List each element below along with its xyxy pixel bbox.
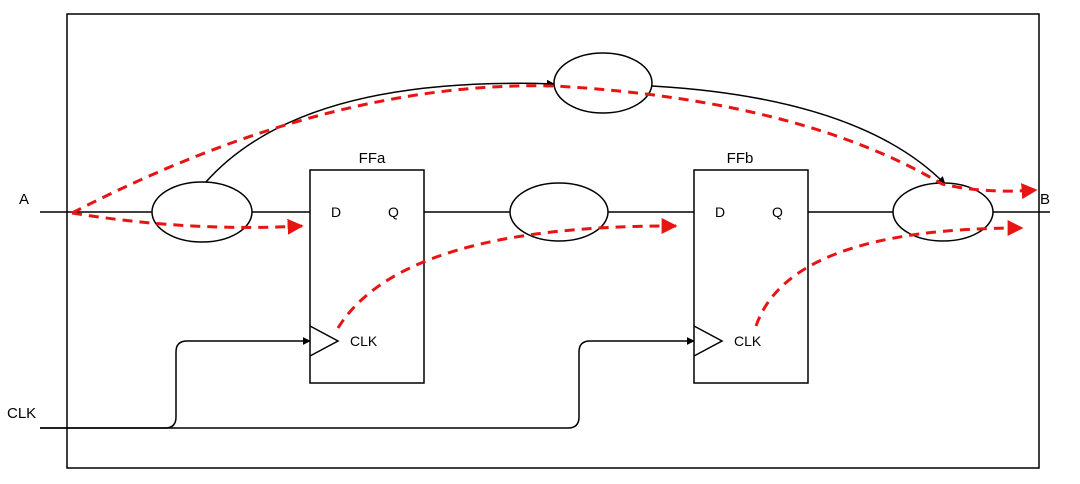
clock-input-label: CLK	[7, 405, 36, 422]
wire-clk-to-ffb	[40, 337, 695, 429]
ffa-d-label: D	[331, 204, 341, 220]
timing-path-input-to-output	[71, 84, 1038, 215]
ffa-clock-triangle	[309, 325, 340, 357]
logic-block-bypass	[553, 52, 653, 114]
flip-flop-ffa: FFa D Q CLK	[309, 150, 425, 384]
ffb-clock-triangle	[693, 325, 724, 357]
wire-logic3-to-logic4	[651, 85, 946, 185]
wire-clk-to-ffa	[40, 337, 311, 429]
logic-block-ffa-to-ffb	[509, 182, 609, 242]
ffb-q-label: Q	[772, 204, 783, 220]
flip-flop-ffb: FFb D Q CLK	[693, 150, 809, 384]
logic-block-input	[151, 181, 253, 243]
module-boundary	[66, 13, 1040, 469]
ffb-body	[693, 169, 809, 384]
ffa-title: FFa	[359, 150, 386, 167]
timing-path-ffb-to-output	[754, 220, 1024, 327]
logic-block-output	[892, 182, 994, 242]
ffa-clk-label: CLK	[350, 333, 378, 349]
wire-bypass-to-logic3	[204, 79, 555, 184]
ffa-body	[309, 169, 425, 384]
ffb-title: FFb	[727, 150, 754, 167]
ffb-clk-label: CLK	[734, 333, 762, 349]
ffb-d-label: D	[715, 204, 725, 220]
ffa-q-label: Q	[388, 204, 399, 220]
output-b-label: B	[1040, 191, 1050, 208]
timing-path-ffa-to-ffb	[336, 217, 678, 329]
input-a-label: A	[19, 191, 29, 208]
